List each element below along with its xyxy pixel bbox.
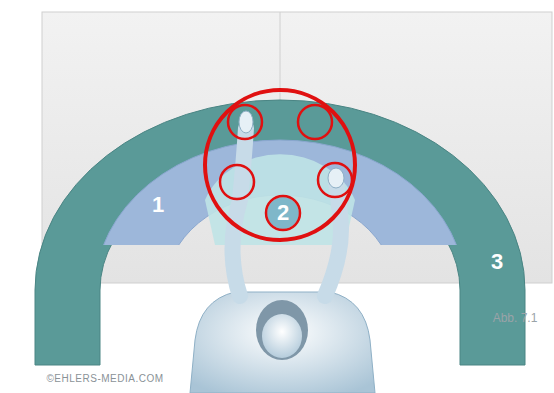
right-arm <box>325 182 341 296</box>
callout-number: 2 <box>277 200 289 226</box>
torso <box>190 292 375 393</box>
marker-circle <box>266 196 300 230</box>
zone-1-band <box>95 140 465 245</box>
left-hand <box>239 111 253 133</box>
callout-number: 1 <box>152 192 164 218</box>
right-hand <box>328 168 344 188</box>
left-arm <box>233 128 247 296</box>
head <box>256 300 308 360</box>
face <box>262 314 302 358</box>
zone-2-marker <box>267 197 299 229</box>
zone-3-band <box>35 100 525 365</box>
marker-circle <box>228 105 262 139</box>
marker-circle <box>318 163 352 197</box>
callout-number: 3 <box>491 249 503 275</box>
marker-circle <box>220 165 254 199</box>
reach-circle <box>205 90 355 240</box>
marker-circle <box>298 105 332 139</box>
figure-number: Abb. 7.1 <box>493 311 538 325</box>
copyright-note: ©EHLERS-MEDIA.COM <box>47 373 164 384</box>
